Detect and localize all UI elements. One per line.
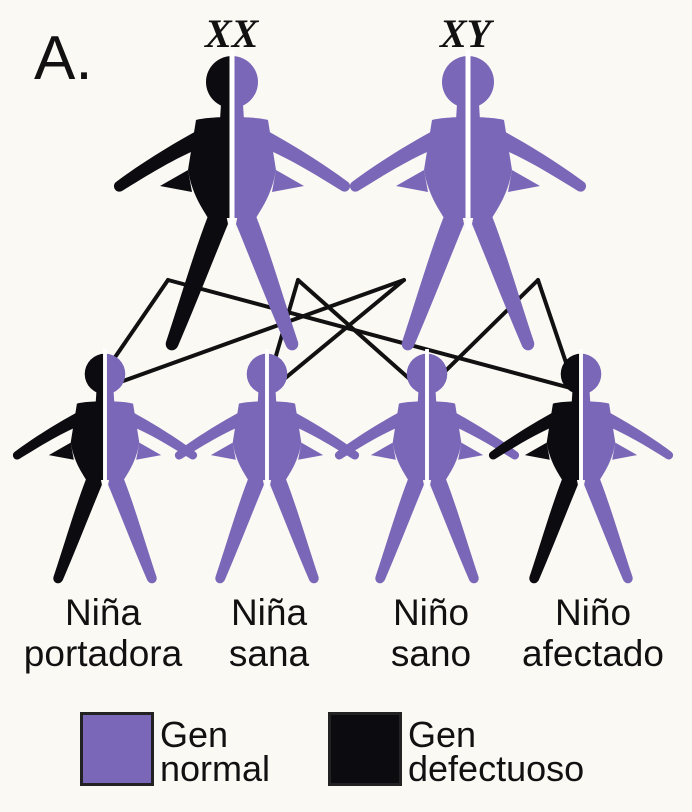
child-carrier-girl-figure [12, 349, 198, 584]
mother-figure [113, 50, 351, 351]
legend-label-line: Gen [160, 714, 229, 755]
legend-normal-swatch [80, 712, 154, 786]
legend-label-line: defectuoso [408, 748, 585, 789]
legend-normal-label: Gen normal [160, 714, 271, 789]
legend-defective-swatch [328, 712, 402, 786]
child-label-line: portadora [23, 633, 183, 674]
child-label-line: Niña [64, 592, 142, 633]
mother-chromosomes: XX [205, 11, 259, 56]
inheritance-line [296, 278, 424, 392]
father-chromosomes: XY [440, 11, 492, 56]
child-healthy-boy-figure [334, 349, 520, 584]
inheritance-line [264, 278, 406, 396]
child-healthy-girl-figure [174, 349, 360, 584]
child-label-affected-boy: Niño afectado [498, 592, 688, 674]
child-label-line: sano [390, 633, 472, 674]
people-group [12, 50, 674, 584]
child-affected-boy-figure [488, 349, 674, 584]
child-label-line: sana [228, 633, 310, 674]
child-label-line: Niño [554, 592, 632, 633]
legend-label-line: normal [160, 748, 271, 789]
inheritance-line [96, 278, 406, 392]
father-figure [349, 50, 587, 351]
inheritance-line [166, 278, 580, 392]
child-label-healthy-girl: Niña sana [174, 592, 364, 674]
legend-defective-label: Gen defectuoso [408, 714, 585, 789]
child-label-line: Niña [230, 592, 308, 633]
legend-label-line: Gen [408, 714, 477, 755]
child-label-line: afectado [522, 633, 664, 674]
child-label-healthy-boy: Niño sano [336, 592, 526, 674]
child-label-line: Niño [392, 592, 470, 633]
panel-label: A. [34, 24, 93, 93]
child-label-carrier-girl: Niña portadora [8, 592, 198, 674]
